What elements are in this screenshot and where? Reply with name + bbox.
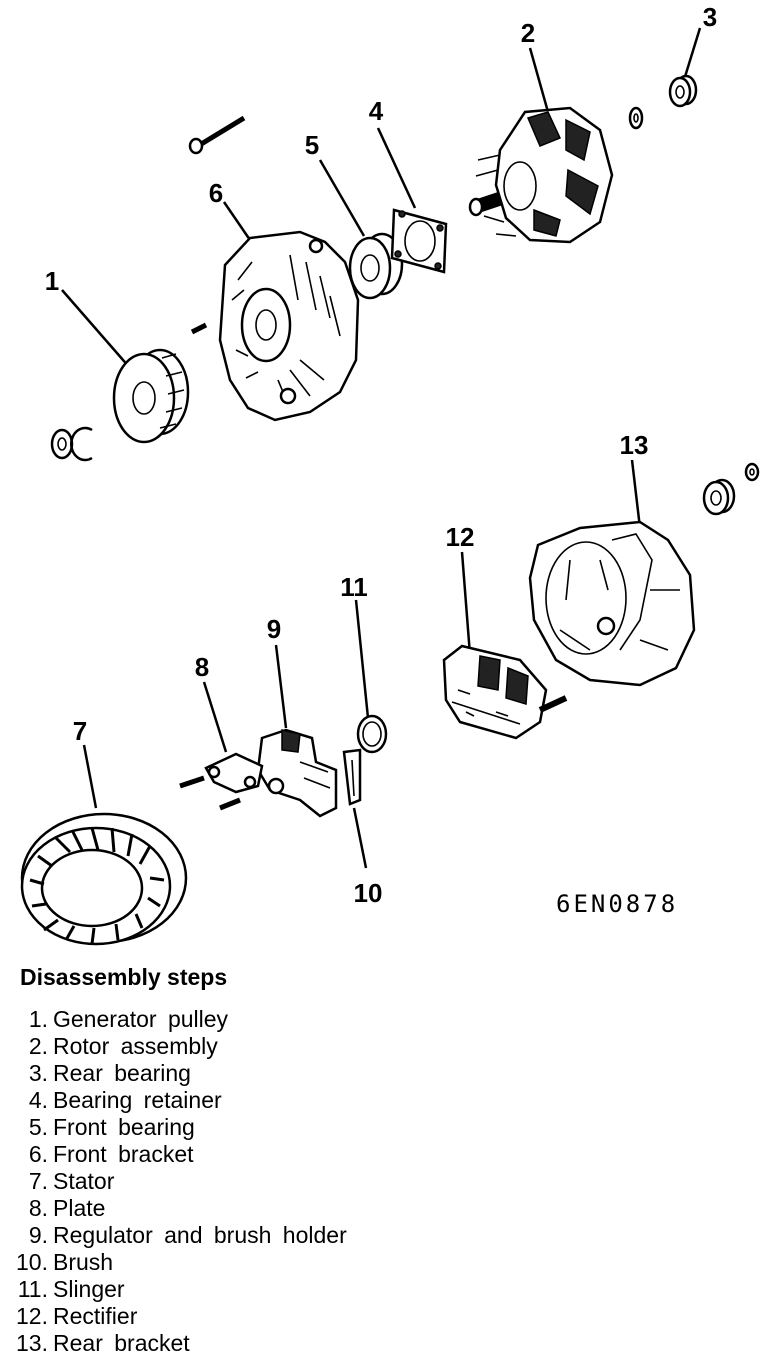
callout-3: 3 [703, 2, 717, 32]
step-item: 12.Rectifier [0, 1303, 347, 1330]
generator-pulley [112, 348, 190, 444]
step-number: 4. [28, 1087, 48, 1113]
step-item: 3.Rear bearing [0, 1060, 347, 1087]
brush [342, 748, 362, 806]
step-label: Bearing retainer [53, 1087, 222, 1113]
step-number: 12. [16, 1303, 48, 1329]
plate [179, 752, 264, 811]
slinger [356, 714, 388, 754]
step-number: 9. [28, 1222, 48, 1248]
step-label: Rectifier [53, 1303, 138, 1329]
exploded-view-diagram: 1 2 3 4 5 6 7 8 9 10 11 12 13 6EN0878 [20, 2, 760, 946]
step-number: 13. [16, 1330, 48, 1356]
through-bolt [188, 115, 246, 155]
rectifier [442, 644, 568, 740]
callout-2: 2 [521, 18, 535, 48]
front-bearing [348, 232, 404, 300]
callout-12: 12 [446, 522, 475, 552]
step-label: Front bearing [53, 1114, 195, 1140]
figure-code: 6EN0878 [556, 890, 678, 918]
step-item: 1.Generator pulley [0, 1006, 347, 1033]
step-number: 5. [28, 1114, 48, 1140]
front-bracket [218, 230, 360, 422]
step-label: Plate [53, 1195, 106, 1221]
step-number: 11. [17, 1276, 48, 1302]
rotor-assembly [468, 106, 614, 244]
steps-title: Disassembly steps [20, 964, 228, 990]
rear-washer [628, 106, 644, 130]
rear-bracket [528, 520, 696, 687]
callout-7: 7 [73, 716, 87, 746]
stator [20, 812, 188, 946]
rear-bracket-bushing [702, 462, 760, 516]
callout-11: 11 [340, 572, 368, 602]
callout-10: 10 [354, 878, 383, 908]
leader-lines [61, 27, 702, 869]
step-label: Front bracket [53, 1141, 194, 1167]
step-item: 9.Regulator and brush holder [0, 1222, 347, 1249]
bearing-retainer [390, 208, 448, 274]
callout-6: 6 [209, 178, 223, 208]
step-item: 4.Bearing retainer [0, 1087, 347, 1114]
step-label: Rear bracket [53, 1330, 190, 1356]
step-label: Slinger [53, 1276, 125, 1302]
step-item: 10.Brush [0, 1249, 347, 1276]
rear-bearing [668, 74, 698, 108]
step-number: 8. [28, 1195, 48, 1221]
callout-4: 4 [369, 96, 384, 126]
step-label: Stator [53, 1168, 115, 1194]
callout-1: 1 [45, 266, 59, 296]
step-item: 2.Rotor assembly [0, 1033, 347, 1060]
steps-list: 1.Generator pulley 2.Rotor assembly 3.Re… [0, 1006, 347, 1357]
step-number: 1. [28, 1006, 48, 1032]
step-number: 7. [28, 1168, 48, 1194]
step-number: 3. [28, 1060, 48, 1086]
step-item: 8.Plate [0, 1195, 347, 1222]
step-label: Generator pulley [53, 1006, 229, 1032]
callout-13: 13 [620, 430, 649, 460]
callout-5: 5 [305, 130, 319, 160]
callouts: 1 2 3 4 5 6 7 8 9 10 11 12 13 [45, 2, 717, 908]
step-label: Brush [53, 1249, 114, 1275]
step-number: 2. [28, 1033, 48, 1059]
step-item: 5.Front bearing [0, 1114, 347, 1141]
step-item: 13.Rear bracket [0, 1330, 347, 1357]
step-item: 7.Stator [0, 1168, 347, 1195]
step-number: 6. [28, 1141, 48, 1167]
step-label: Rotor assembly [53, 1033, 218, 1059]
screw [190, 322, 208, 335]
step-item: 11.Slinger [0, 1276, 347, 1303]
regulator-brush-holder [256, 728, 338, 818]
step-label: Regulator and brush holder [53, 1222, 347, 1248]
pulley-nut [50, 426, 93, 462]
callout-9: 9 [267, 614, 281, 644]
step-label: Rear bearing [53, 1060, 191, 1086]
step-item: 6.Front bracket [0, 1141, 347, 1168]
callout-8: 8 [195, 652, 209, 682]
step-number: 10. [16, 1249, 48, 1275]
